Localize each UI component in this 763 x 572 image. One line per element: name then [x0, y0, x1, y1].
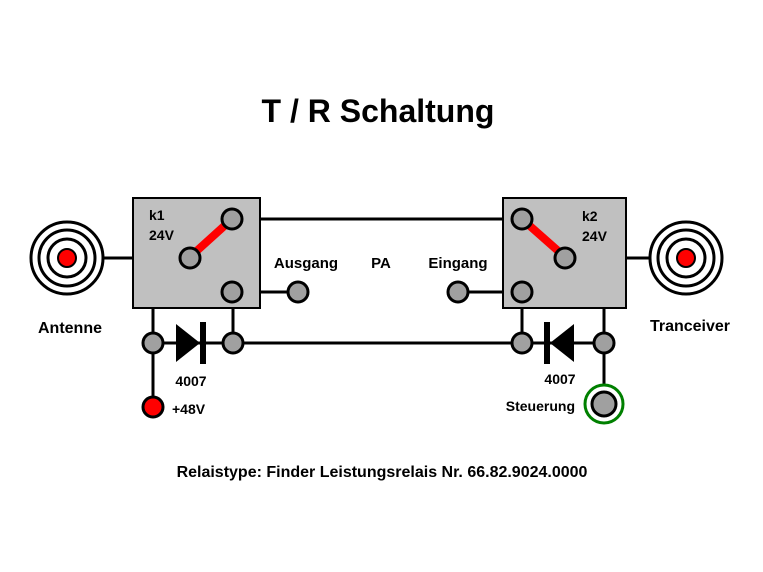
page-title: T / R Schaltung: [262, 93, 495, 129]
label-supply: +48V: [172, 401, 206, 417]
terminal-k2-common: [553, 246, 577, 270]
terminal-k1-no: [220, 280, 244, 304]
terminal-k2-no: [510, 280, 534, 304]
transceiver-connector: [648, 220, 724, 296]
label-antenna: Antenne: [38, 320, 102, 337]
relay-k1-voltage: 24V: [149, 227, 175, 243]
diode-left-triangle: [176, 324, 200, 362]
terminal-k1-coil-a: [141, 331, 165, 355]
terminal-k2-nc: [510, 207, 534, 231]
diode-right: [544, 322, 574, 364]
label-transceiver: Tranceiver: [650, 318, 730, 335]
relay-k2-voltage: 24V: [582, 228, 608, 244]
terminals: [141, 207, 616, 355]
terminal-k1-coil-b: [221, 331, 245, 355]
relay-k2-name: k2: [582, 208, 598, 224]
antenna-connector: [29, 220, 105, 296]
label-input: Eingang: [428, 255, 487, 272]
diode-right-bar: [544, 322, 550, 364]
terminal-supply: [141, 395, 165, 419]
relay-k1-name: k1: [149, 207, 165, 223]
diode-left: [176, 322, 206, 364]
diode-right-triangle: [550, 324, 574, 362]
label-pa: PA: [371, 255, 391, 272]
label-control: Steuerung: [506, 398, 575, 414]
terminal-k2-coil-b: [592, 331, 616, 355]
terminal-k1-nc: [220, 207, 244, 231]
diode-left-bar: [200, 322, 206, 364]
footer-relay-type: Relaistype: Finder Leistungsrelais Nr. 6…: [177, 464, 588, 481]
control-terminal: [583, 383, 625, 425]
terminal-eingang: [446, 280, 470, 304]
label-diode-right: 4007: [544, 371, 575, 387]
label-diode-left: 4007: [175, 373, 206, 389]
terminal-k2-coil-a: [510, 331, 534, 355]
terminal-control: [590, 390, 618, 418]
terminal-ausgang: [286, 280, 310, 304]
label-output: Ausgang: [274, 255, 338, 272]
terminal-k1-common: [178, 246, 202, 270]
